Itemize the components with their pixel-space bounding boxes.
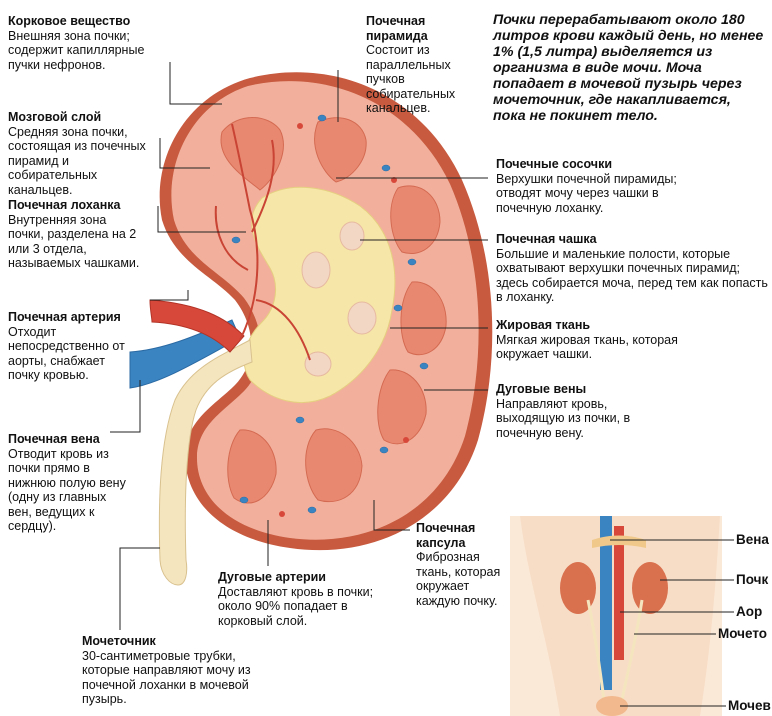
label-cortex-desc: Внешняя зона почки; содержит капиллярные… — [8, 28, 145, 72]
label-artery-desc: Отходит непосредственно от аорты, снабжа… — [8, 324, 125, 383]
label-fat: Жировая ткань Мягкая жировая ткань, кото… — [496, 318, 696, 362]
label-capsule-title: Почечная капсула — [416, 521, 476, 550]
label-vein-title: Почечная вена — [8, 432, 100, 446]
label-arcuate-arteries-desc: Доставляют кровь в почки; около 90% попа… — [218, 584, 374, 628]
label-pelvis: Почечная лоханка Внутренняя зона почки, … — [8, 198, 140, 271]
label-pyramid-title: Почечная пирамида — [366, 14, 428, 43]
label-arcuate-veins: Дуговые вены Направляют кровь, выходящую… — [496, 382, 666, 440]
label-medulla-desc: Средняя зона почки, состоящая из почечны… — [8, 124, 146, 197]
label-medulla-title: Мозговой слой — [8, 110, 102, 124]
label-capsule: Почечная капсула Фиброзная ткань, котора… — [416, 521, 508, 608]
label-arcuate-veins-desc: Направляют кровь, выходящую из почки, в … — [496, 396, 631, 440]
label-ureter-desc: 30-сантиметровые трубки, которые направл… — [82, 648, 251, 707]
inset-label-ureter: Мочето — [718, 626, 768, 641]
inset-label-kidney: Почк — [736, 572, 769, 587]
label-ureter-title: Мочеточник — [82, 634, 156, 648]
label-medulla: Мозговой слой Средняя зона почки, состоя… — [8, 110, 158, 197]
label-calyx-desc: Большие и маленькие полости, которые охв… — [496, 246, 768, 305]
inset-label-aorta: Аор — [736, 604, 763, 619]
label-vein: Почечная вена Отводит кровь из почки пря… — [8, 432, 126, 534]
inset-torso — [510, 516, 722, 716]
label-cortex-title: Корковое вещество — [8, 14, 131, 28]
label-papillae-desc: Верхушки почечной пирамиды; отводят мочу… — [496, 171, 677, 215]
label-cortex: Корковое вещество Внешняя зона почки; со… — [8, 14, 168, 72]
inset-leader-lines — [610, 539, 734, 707]
label-pyramid: Почечная пирамида Состоит из параллельны… — [366, 14, 474, 116]
label-calyx-title: Почечная чашка — [496, 232, 597, 246]
arcuate-vessels — [231, 114, 429, 514]
label-pelvis-title: Почечная лоханка — [8, 198, 121, 212]
label-arcuate-arteries-title: Дуговые артерии — [218, 570, 326, 584]
label-vein-desc: Отводит кровь из почки прямо в нижнюю по… — [8, 446, 126, 534]
label-pyramid-desc: Состоит из параллельных пучков собирател… — [366, 43, 456, 115]
renal-calyces — [301, 221, 377, 377]
label-artery: Почечная артерия Отходит непосредственно… — [8, 310, 126, 383]
label-artery-title: Почечная артерия — [8, 310, 121, 324]
label-fat-title: Жировая ткань — [496, 318, 591, 332]
renal-pyramids — [220, 117, 447, 504]
leader-lines — [110, 62, 488, 630]
label-ureter: Мочеточник 30-сантиметровые трубки, кото… — [82, 634, 254, 707]
label-capsule-desc: Фиброзная ткань, которая окружает каждую… — [416, 550, 501, 608]
label-pelvis-desc: Внутренняя зона почки, разделена на 2 ил… — [8, 212, 140, 271]
inset-label-bladder: Мочев — [728, 698, 771, 713]
label-calyx: Почечная чашка Большие и маленькие полос… — [496, 232, 768, 305]
label-arcuate-veins-title: Дуговые вены — [496, 382, 587, 396]
arterial-branches — [214, 123, 311, 361]
label-fat-desc: Мягкая жировая ткань, которая окружает ч… — [496, 332, 678, 362]
label-arcuate-arteries: Дуговые артерии Доставляют кровь в почки… — [218, 570, 404, 628]
ureter — [158, 339, 253, 586]
label-papillae: Почечные сосочки Верхушки почечной пирам… — [496, 157, 708, 215]
renal-artery — [149, 299, 245, 353]
label-papillae-title: Почечные сосочки — [496, 157, 613, 171]
intro-text: Почки перерабатывают около 180 литров кр… — [493, 12, 764, 124]
inset-label-vein: Вена — [736, 532, 769, 547]
